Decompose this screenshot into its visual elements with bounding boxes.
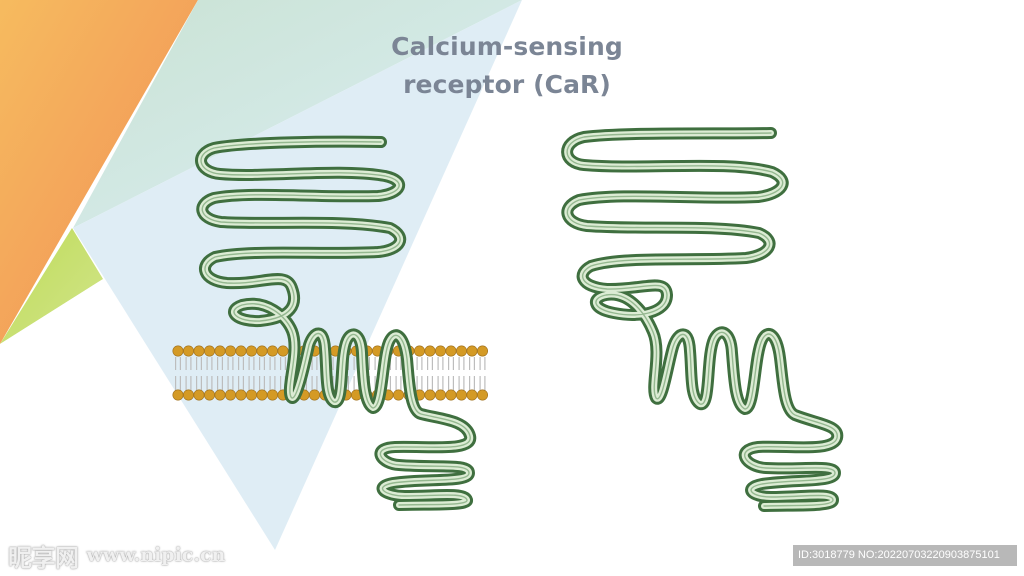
right-receptor-highlight xyxy=(564,130,841,509)
lipid-tail-pair xyxy=(206,357,213,390)
lipid-head-bottom xyxy=(455,389,467,401)
right-receptor-ribbon xyxy=(561,127,844,512)
site-watermark: 昵享网 www.nipic.cn xyxy=(8,538,225,572)
title-line-1: Calcium-sensing xyxy=(391,32,623,61)
lipid-head-top xyxy=(277,345,289,357)
orange-background-triangle xyxy=(0,0,198,344)
lipid-tail-pair xyxy=(175,357,181,390)
lipid-head-top xyxy=(172,345,184,357)
lipid-head-bottom xyxy=(225,389,237,401)
diagram-title: Calcium-sensing receptor (CaR) xyxy=(347,28,667,104)
lipid-head-top xyxy=(256,345,268,357)
lipid-head-top xyxy=(183,345,195,357)
lipid-tail-pair xyxy=(185,357,192,390)
watermark-brand: 昵享网 xyxy=(8,543,79,572)
lipid-head-top xyxy=(193,345,205,357)
lipid-head-bottom xyxy=(476,389,488,401)
left-receptor-ribbon xyxy=(195,135,477,511)
lipid-head-top xyxy=(445,345,457,357)
pale-blue-background-triangle xyxy=(73,0,522,550)
lipid-head-bottom xyxy=(434,389,446,401)
lipid-tail-pair xyxy=(269,357,276,390)
lipid-head-bottom xyxy=(308,389,320,401)
lipid-head-bottom xyxy=(256,389,268,401)
lipid-head-bottom xyxy=(392,389,404,401)
lipid-tail-pair xyxy=(217,357,223,390)
lipid-head-top xyxy=(434,345,446,357)
lipid-head-bottom xyxy=(204,389,216,401)
right-receptor-center-line xyxy=(566,132,838,507)
lime-background-triangle xyxy=(0,228,103,344)
lipid-head-bottom xyxy=(172,389,184,401)
lipid-head-top xyxy=(266,345,278,357)
lipid-head-bottom xyxy=(445,389,457,401)
lipid-head-top xyxy=(214,345,226,357)
title-line-2: receptor (CaR) xyxy=(403,70,611,99)
lipid-head-top xyxy=(225,345,237,357)
lipid-tail-pair xyxy=(227,357,234,390)
lipid-head-bottom xyxy=(235,389,247,401)
left-receptor-center-line xyxy=(200,140,471,506)
white-background-triangle xyxy=(0,279,103,356)
lipid-head-top xyxy=(235,345,247,357)
lipid-tail-pair xyxy=(196,357,202,390)
lipid-head-top xyxy=(476,345,488,357)
lipid-head-top xyxy=(204,345,216,357)
lipid-tail-pair xyxy=(416,357,423,390)
lipid-tail-pair xyxy=(448,357,454,390)
lipid-head-bottom xyxy=(193,389,205,401)
lipid-head-top xyxy=(246,345,258,357)
lipid-tail-pair xyxy=(280,357,286,390)
lipid-tail-pair xyxy=(479,357,486,390)
lipid-head-bottom xyxy=(246,389,258,401)
image-id-strip: ID:3018779 NO:20220703220903875101 xyxy=(793,545,1017,566)
lipid-tail-pair xyxy=(395,357,402,390)
lipid-tail-pair xyxy=(311,357,318,390)
lipid-tail-pair xyxy=(248,357,255,390)
lipid-tail-pair xyxy=(259,357,265,390)
lipid-tail-pair xyxy=(238,357,244,390)
lipid-head-top xyxy=(466,345,478,357)
lipid-head-top xyxy=(455,345,467,357)
lipid-head-bottom xyxy=(424,389,436,401)
lipid-head-top xyxy=(424,345,436,357)
background-shapes xyxy=(0,0,522,550)
lipid-head-bottom xyxy=(266,389,278,401)
watermark-url: www.nipic.cn xyxy=(86,544,226,566)
lipid-head-bottom xyxy=(466,389,478,401)
lipid-head-bottom xyxy=(214,389,226,401)
lipid-tail-pair xyxy=(458,357,465,390)
lipid-tail-pair xyxy=(437,357,444,390)
lipid-head-bottom xyxy=(183,389,195,401)
lipid-head-top xyxy=(413,345,425,357)
lipid-tail-pair xyxy=(469,357,475,390)
lipid-tail-pair xyxy=(427,357,433,390)
